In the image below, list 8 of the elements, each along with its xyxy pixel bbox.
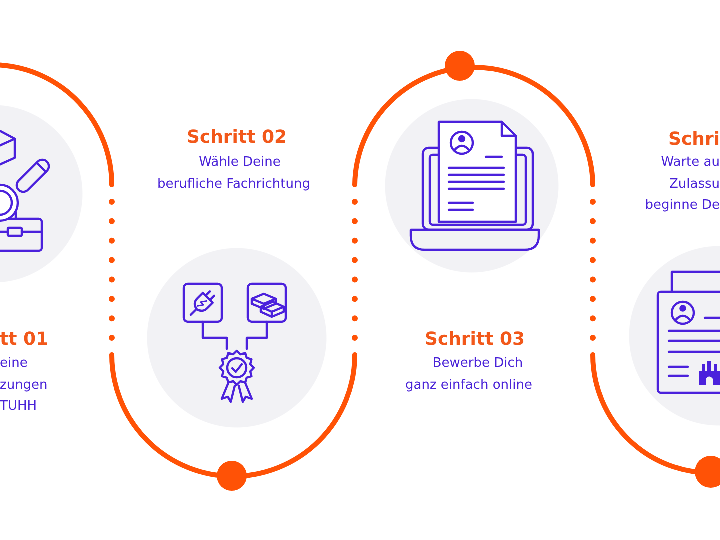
- step-description: Bewerbe Dich ganz einfach online: [404, 355, 534, 394]
- step-heading: tt 01: [0, 329, 50, 351]
- step-heading: Schritt 02: [186, 127, 288, 149]
- step-description: eine zungen TUHH: [0, 355, 49, 416]
- step-description: Warte au Zulassu beginne De: [644, 154, 720, 215]
- step-heading: Schri: [668, 129, 720, 151]
- step-heading: Schritt 03: [424, 329, 526, 351]
- step-description: Wähle Deine berufliche Fachrichtung: [156, 154, 312, 194]
